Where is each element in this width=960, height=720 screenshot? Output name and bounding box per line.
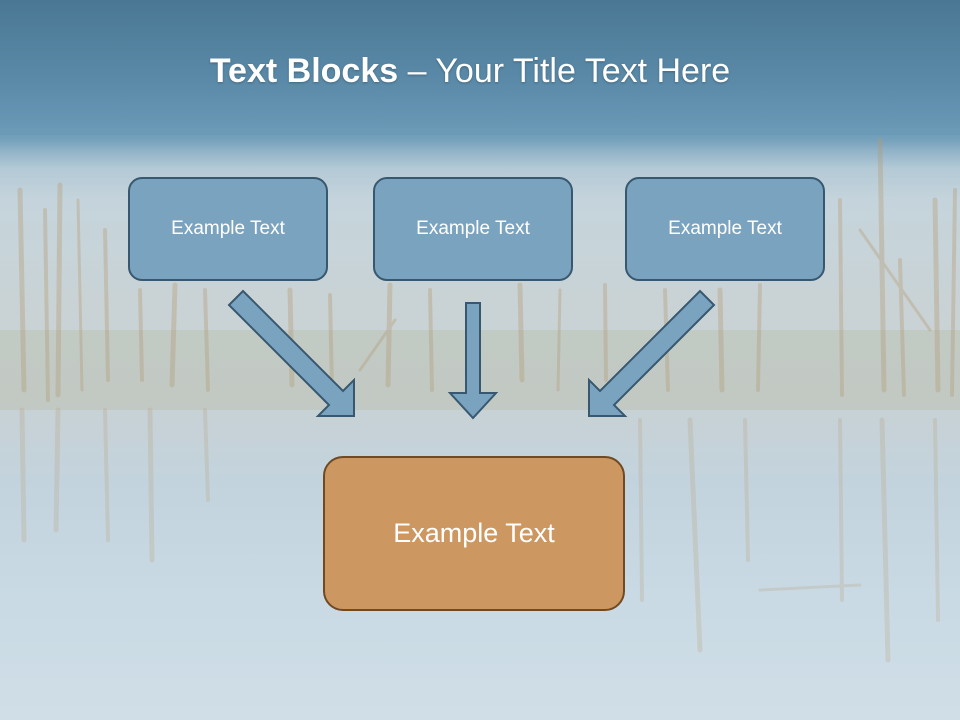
title-fade — [0, 128, 960, 168]
diagram-arrows — [227, 289, 716, 420]
text-block-left[interactable]: Example Text — [128, 177, 328, 281]
arrow-right-diagonal — [588, 289, 716, 417]
title-band — [0, 0, 960, 135]
text-block-result[interactable]: Example Text — [323, 456, 625, 611]
arrow-left-diagonal — [227, 289, 355, 417]
text-block-right[interactable]: Example Text — [625, 177, 825, 281]
title-dash: – — [407, 52, 427, 90]
arrow-center-down — [447, 302, 499, 420]
slide-title: Text Blocks – Your Title Text Here — [0, 52, 940, 91]
title-rest-part: Your Title Text Here — [435, 52, 731, 90]
text-block-center[interactable]: Example Text — [373, 177, 573, 281]
title-bold-part: Text Blocks — [209, 52, 399, 90]
